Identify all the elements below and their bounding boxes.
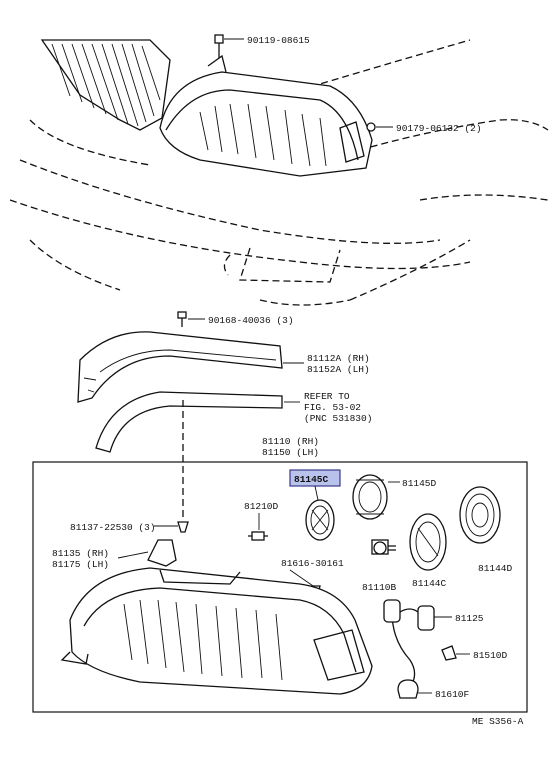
label-81112a: 81112A (RH) — [307, 353, 370, 364]
socket-ring-81145c — [305, 499, 335, 541]
label-81137: 81137-22530 (3) — [70, 522, 156, 533]
label-81150: 81150 (LH) — [262, 447, 319, 458]
label-90168: 90168-40036 (3) — [208, 315, 294, 326]
label-81144c: 81144C — [412, 578, 447, 589]
label-81616: 81616-30161 — [281, 558, 344, 569]
label-90179: 90179-06132 (2) — [396, 123, 482, 134]
label-90119: 90119-08615 — [247, 35, 310, 46]
label-81145d: 81145D — [402, 478, 437, 489]
label-81125: 81125 — [455, 613, 484, 624]
label-81110b: 81110B — [362, 582, 397, 593]
cover-81144d: 81144D — [459, 486, 513, 574]
label-81110: 81110 (RH) — [262, 436, 319, 447]
headlamp-assembly — [60, 567, 373, 695]
nut-90179: 90179-06132 (2) — [366, 122, 482, 134]
screw-90168: 90168-40036 (3) — [177, 311, 294, 327]
label-81144d: 81144D — [478, 563, 513, 574]
label-81145c: 81145C — [294, 474, 329, 485]
label-81510d: 81510D — [473, 650, 508, 661]
label-81175: 81175 (LH) — [52, 559, 109, 570]
cover-81144c: 81144C — [409, 513, 447, 589]
car-body-outline — [9, 39, 549, 306]
highlight-81145c: 81145C — [289, 469, 341, 501]
clip-81137: 81137-22530 (3) — [70, 521, 189, 533]
label-81210d: 81210D — [244, 501, 279, 512]
figure-code: ME S356-A — [472, 716, 524, 727]
label-refer1: REFER TO — [304, 391, 350, 402]
label-refer2: FIG. 53-02 — [304, 402, 361, 413]
label-81152a: 81152A (LH) — [307, 364, 370, 375]
bolt-90119: 90119-08615 — [214, 34, 310, 58]
headlamp-bracket: 81112A (RH) 81152A (LH) — [77, 331, 370, 403]
bracket-81135: 81135 (RH) 81175 (LH) — [52, 539, 177, 570]
label-refer3: (PNC 531830) — [304, 413, 372, 424]
label-81135: 81135 (RH) — [52, 548, 109, 559]
garnish-strip: REFER TO FIG. 53-02 (PNC 531830) — [95, 391, 372, 453]
bulb-81610f: 81610F — [397, 679, 470, 700]
bulb-81110b: 81110B — [362, 539, 397, 593]
assembly-box — [32, 461, 528, 713]
bulb-81210d: 81210D — [244, 501, 279, 541]
socket-wire-81125: 81125 — [383, 599, 484, 685]
grille — [40, 39, 171, 131]
retaining-ring-81145d: 81145D — [352, 474, 437, 520]
label-81610f: 81610F — [435, 689, 470, 700]
headlamp-installed — [159, 54, 373, 177]
bulb-81510d: 81510D — [441, 645, 508, 661]
